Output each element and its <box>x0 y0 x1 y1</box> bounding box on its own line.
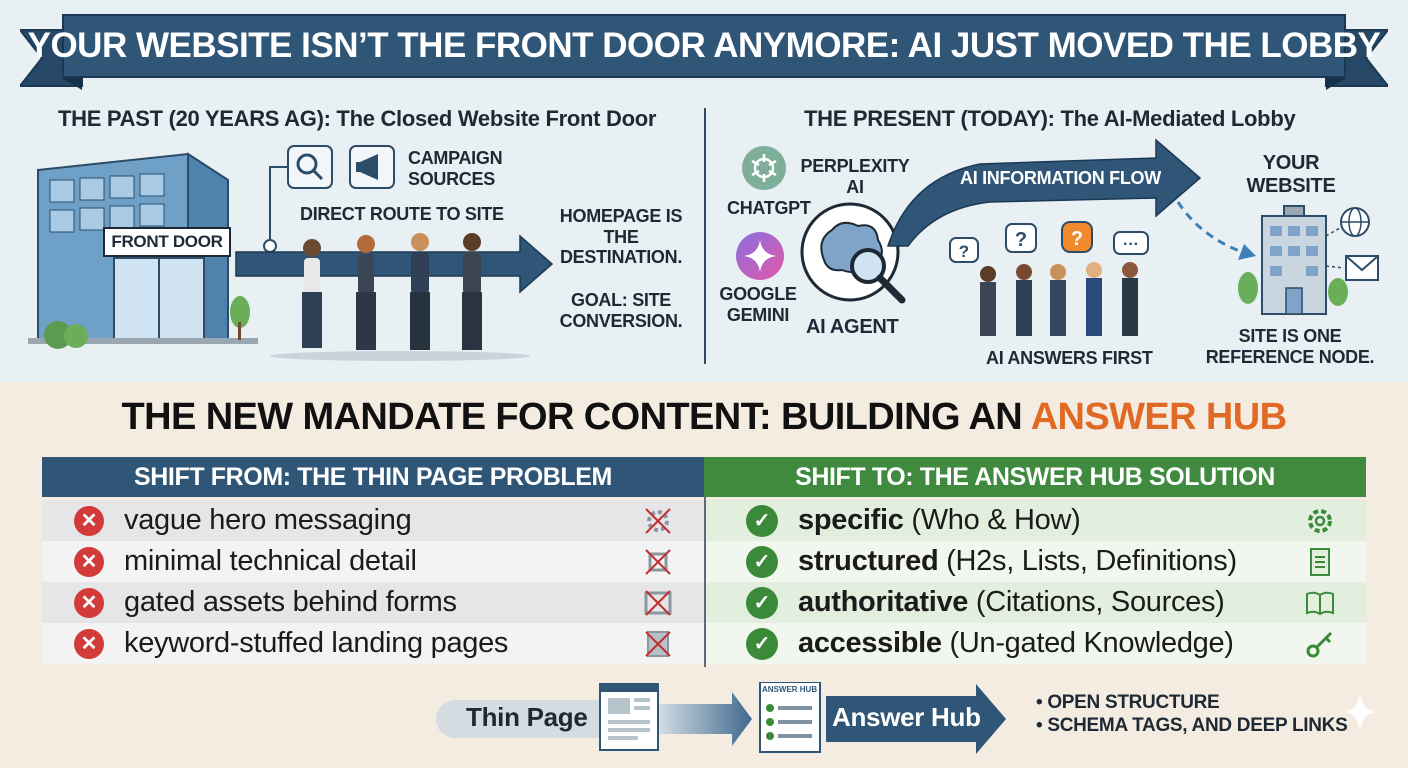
shift-from-row: ✕ minimal technical detail <box>42 541 704 582</box>
front-door-sign: FRONT DOOR <box>111 232 223 251</box>
broken-gear-icon <box>645 508 671 534</box>
check-icon: ✓ <box>746 627 778 660</box>
shift-to-row: ✓ authoritative (Citations, Sources) <box>706 582 1366 623</box>
direct-route-label: DIRECT ROUTE TO SITE <box>300 204 504 224</box>
shift-from-row: ✕ gated assets behind forms <box>42 582 704 623</box>
shift-to-item: structured (H2s, Lists, Definitions) <box>798 545 1237 577</box>
x-icon: ✕ <box>74 505 104 536</box>
banner-title: YOUR WEBSITE ISN’T THE FRONT DOOR ANYMOR… <box>27 26 1381 65</box>
shift-from-item: minimal technical detail <box>124 545 417 577</box>
shift-from-row: ✕ keyword-stuffed landing pages <box>42 623 704 664</box>
office-building-illustration <box>28 152 258 349</box>
direct-route-diagram <box>235 145 554 361</box>
shift-to-item: specific (Who & How) <box>798 504 1081 536</box>
shift-from-item: gated assets behind forms <box>124 586 457 618</box>
answer-hub-label: Answer Hub <box>832 702 981 732</box>
present-heading: THE PRESENT (TODAY): The AI-Mediated Lob… <box>804 106 1296 131</box>
homepage-destination-label: HOMEPAGE IS THE DESTINATION. <box>559 206 683 268</box>
campaign-sources-label: CAMPAIGN SOURCES <box>408 148 503 189</box>
gemini-logo-icon <box>736 232 784 280</box>
ai-answers-first-label: AI ANSWERS FIRST <box>986 348 1153 368</box>
shift-from-item: keyword-stuffed landing pages <box>124 627 509 659</box>
chatgpt-label: CHATGPT <box>727 198 811 218</box>
shift-to-item: accessible (Un-gated Knowledge) <box>798 627 1234 659</box>
crossed-form-icon <box>644 590 672 616</box>
past-present-divider <box>704 108 706 364</box>
title-banner: YOUR WEBSITE ISN’T THE FRONT DOOR ANYMOR… <box>20 8 1388 94</box>
transition-arrow-graphic <box>436 682 1006 754</box>
shift-to-header: SHIFT TO: THE ANSWER HUB SOLUTION <box>704 457 1366 497</box>
shift-from-item: vague hero messaging <box>124 504 412 536</box>
document-icon <box>1310 548 1330 576</box>
website-building-illustration <box>1176 201 1379 315</box>
answer-hub-doc-title: ANSWER HUB <box>762 685 818 694</box>
thin-page-label: Thin Page <box>466 702 588 732</box>
banner-face: YOUR WEBSITE ISN’T THE FRONT DOOR ANYMOR… <box>28 14 1381 78</box>
feature-bullet: • SCHEMA TAGS, AND DEEP LINKS <box>1036 714 1348 736</box>
broken-chip-icon <box>645 549 671 575</box>
ai-agent-label: AI AGENT <box>806 316 899 338</box>
reference-node-label: SITE IS ONE REFERENCE NODE. <box>1205 326 1375 367</box>
book-icon <box>1306 591 1334 616</box>
x-icon: ✕ <box>74 546 104 577</box>
shift-to-item: authoritative (Citations, Sources) <box>798 586 1225 618</box>
ai-agent-brain-icon <box>800 202 906 304</box>
check-icon: ✓ <box>746 504 778 537</box>
shift-to-row: ✓ structured (H2s, Lists, Definitions) <box>706 541 1366 582</box>
svg-text:···: ··· <box>1123 236 1139 253</box>
past-heading: THE PAST (20 YEARS AG): The Closed Websi… <box>58 106 657 131</box>
check-icon: ✓ <box>746 586 778 619</box>
mandate-heading-text: THE NEW MANDATE FOR CONTENT: BUILDING AN <box>121 396 1031 438</box>
mandate-heading: THE NEW MANDATE FOR CONTENT: BUILDING AN… <box>0 396 1408 439</box>
table-divider <box>704 497 706 667</box>
shift-from-header: SHIFT FROM: THE THIN PAGE PROBLEM <box>42 457 704 497</box>
answer-hub-features: • OPEN STRUCTURE • SCHEMA TAGS, AND DEEP… <box>1036 692 1348 738</box>
sparkle-icon <box>1344 692 1376 732</box>
ai-information-flow-label: AI INFORMATION FLOW <box>960 168 1161 188</box>
crossed-page-icon <box>645 631 671 657</box>
shift-to-row: ✓ accessible (Un-gated Knowledge) <box>706 623 1366 664</box>
x-icon: ✕ <box>74 628 104 659</box>
perplexity-label: PERPLEXITY AI <box>800 156 910 197</box>
svg-text:?: ? <box>1015 229 1027 251</box>
gear-icon <box>1308 509 1332 533</box>
your-website-label: YOUR WEBSITE <box>1246 152 1336 197</box>
audience-group-illustration: ??? ··· <box>949 221 1149 336</box>
goal-label: GOAL: SITE CONVERSION. <box>559 290 683 331</box>
mandate-heading-highlight: ANSWER HUB <box>1030 396 1287 438</box>
chatgpt-logo-icon <box>742 146 786 190</box>
shift-to-row: ✓ specific (Who & How) <box>706 500 1366 541</box>
feature-bullet: • OPEN STRUCTURE <box>1036 692 1220 713</box>
svg-text:?: ? <box>959 242 969 261</box>
svg-text:?: ? <box>1071 228 1083 250</box>
ai-information-flow-arrow <box>886 138 1202 247</box>
check-icon: ✓ <box>746 545 778 578</box>
x-icon: ✕ <box>74 587 104 618</box>
gemini-label: GOOGLE GEMINI <box>719 284 797 325</box>
shift-from-row: ✕ vague hero messaging <box>42 500 704 541</box>
key-icon <box>1306 631 1333 658</box>
